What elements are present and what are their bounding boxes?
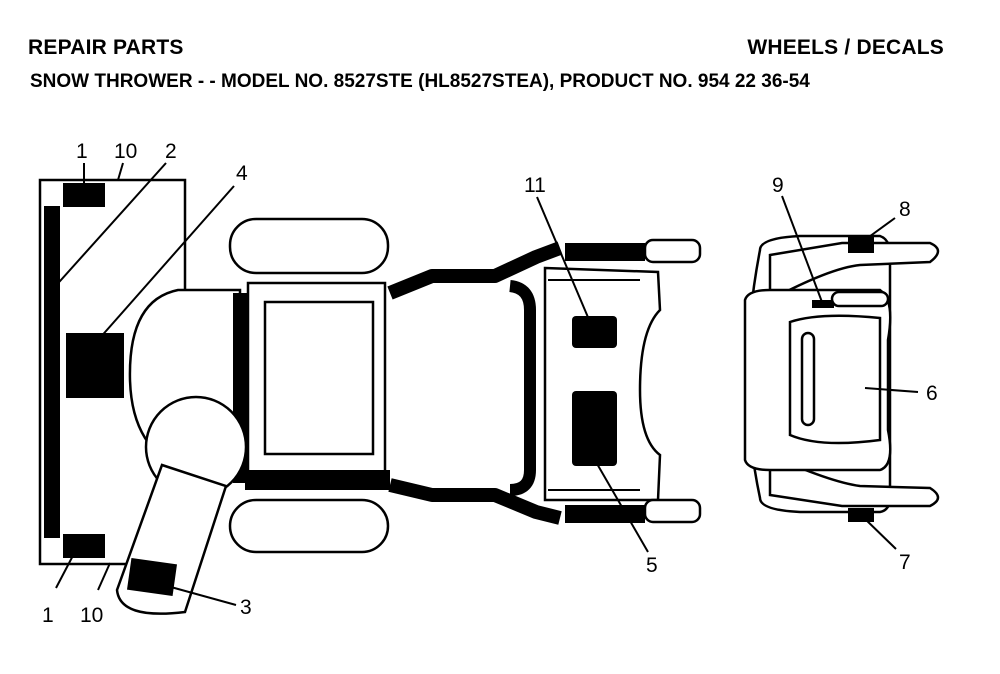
callout-9: 9 <box>772 174 784 197</box>
rear-view <box>743 234 940 522</box>
control-panel <box>543 238 702 524</box>
callout-4: 4 <box>236 162 248 185</box>
handle-frame <box>387 241 563 525</box>
decal-5 <box>572 391 617 466</box>
decal-11 <box>572 316 617 348</box>
decal-7 <box>848 508 874 522</box>
leader-lines <box>51 162 919 606</box>
wheel-bottom <box>228 498 390 554</box>
discharge-chute <box>115 395 248 615</box>
decal-1-top <box>63 183 105 207</box>
callout-6: 6 <box>926 382 938 405</box>
callout-8: 8 <box>899 198 911 221</box>
decal-9 <box>812 300 834 308</box>
callout-11: 11 <box>524 174 546 197</box>
callout-2: 2 <box>165 140 177 163</box>
callout-labels: 1 10 2 4 1 10 3 11 5 9 8 6 7 <box>42 140 938 627</box>
model-subtitle: SNOW THROWER - - MODEL NO. 8527STE (HL85… <box>30 71 810 92</box>
callout-1-top: 1 <box>76 140 88 163</box>
callout-10-bottom: 10 <box>80 604 103 627</box>
callout-7: 7 <box>899 551 911 574</box>
decal-8 <box>848 237 874 253</box>
page-title: REPAIR PARTS <box>28 36 184 59</box>
callout-5: 5 <box>646 554 658 577</box>
decal-1-bottom <box>63 534 105 558</box>
auger-housing <box>38 178 187 566</box>
section-title: WHEELS / DECALS <box>747 36 944 59</box>
decal-strip <box>44 206 60 538</box>
wheel-top <box>228 217 390 275</box>
callout-3: 3 <box>240 596 252 619</box>
callout-1-bottom: 1 <box>42 604 54 627</box>
decal-3 <box>126 557 178 597</box>
callout-10-top: 10 <box>114 140 137 163</box>
